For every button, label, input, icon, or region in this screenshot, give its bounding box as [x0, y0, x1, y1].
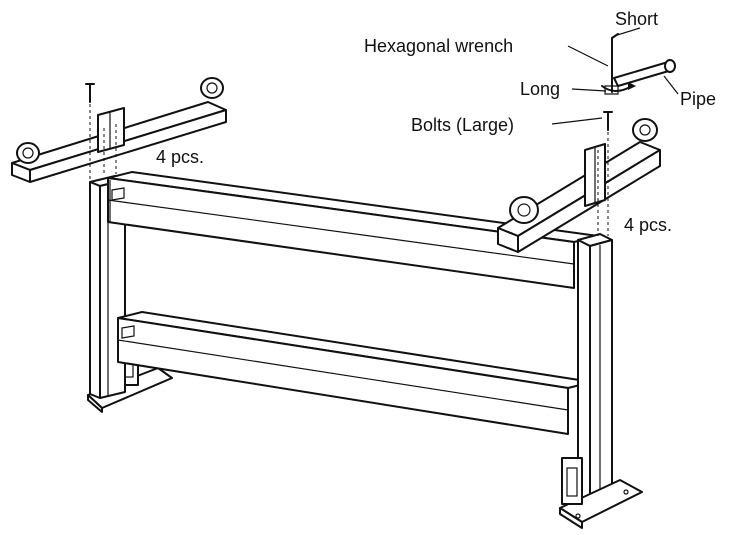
right-upright-post	[577, 233, 613, 503]
left-bolt	[85, 83, 95, 103]
right-foot-base	[559, 457, 643, 529]
wrench-pipe	[613, 59, 676, 87]
label-bolts-large: Bolts (Large)	[411, 115, 515, 135]
right-bolt	[603, 111, 613, 131]
right-caster-wheel-right	[632, 118, 658, 142]
label-hexagonal-wrench: Hexagonal wrench	[364, 36, 514, 56]
label-pipe: Pipe	[680, 89, 717, 109]
left-caster-wheel-left	[16, 142, 40, 164]
label-quantity-right: 4 pcs.	[624, 215, 673, 235]
leader-long	[571, 88, 607, 92]
leader-short	[613, 27, 641, 37]
label-short: Short	[615, 9, 659, 29]
rotation-arrow	[601, 82, 636, 92]
leader-pipe	[663, 75, 679, 95]
lower-cross-beam	[117, 311, 593, 435]
hexagonal-wrench	[604, 33, 619, 95]
leader-hex-wrench	[567, 45, 609, 67]
left-caster-bar	[11, 101, 227, 183]
leader-bolts	[551, 117, 603, 125]
label-quantity-left: 4 pcs.	[156, 147, 205, 167]
left-caster-wheel-right	[200, 77, 224, 99]
label-long: Long	[520, 79, 561, 99]
right-caster-wheel-left	[509, 196, 539, 224]
